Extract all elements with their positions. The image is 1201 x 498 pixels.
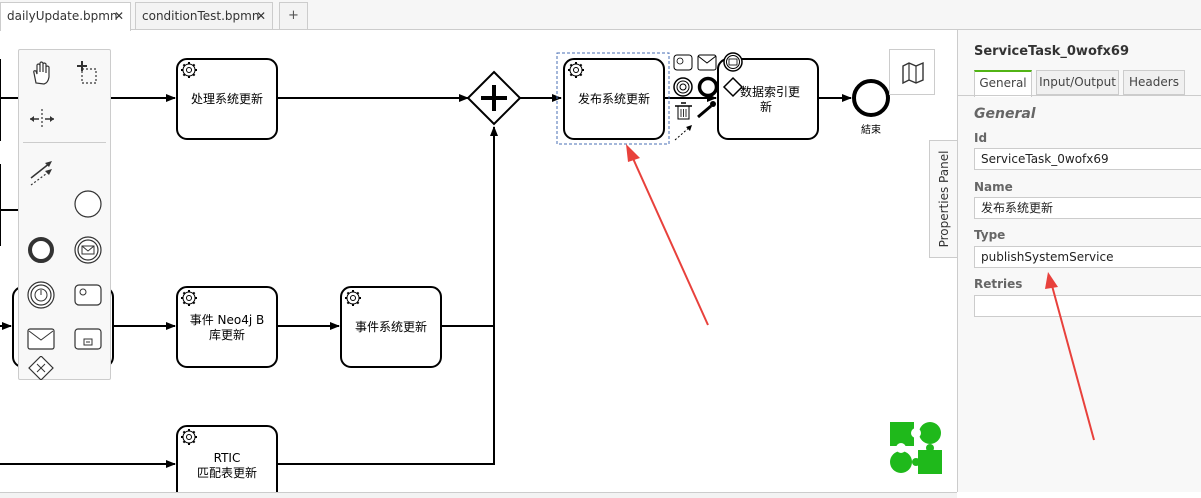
task-data-index[interactable]: 数据索引更 新	[717, 58, 819, 140]
append-end-event-icon[interactable]	[697, 76, 719, 98]
name-field[interactable]: 发布系统更新	[974, 197, 1201, 219]
annotation-arrow-type	[1045, 272, 1095, 441]
subprocess-icon[interactable]	[72, 323, 104, 355]
minimap-toggle-button[interactable]	[889, 49, 935, 95]
task-label-line1: 数据索引更	[740, 84, 800, 99]
tab-condition-test[interactable]: conditionTest.bpmn ✕	[135, 2, 273, 29]
hand-tool-icon[interactable]	[26, 57, 58, 89]
global-connect-tool-icon[interactable]	[26, 155, 58, 187]
sequence-flows	[0, 94, 852, 468]
bpmn-diagram: 处理系统更新 发布系统更新 数据索引更 新 事件 Neo4j B 库更新 事件系…	[0, 52, 890, 492]
tab-label: dailyUpdate.bpmn	[7, 9, 118, 23]
properties-panel-toggle-label: Properties Panel	[936, 150, 951, 248]
add-tab-button[interactable]: +	[279, 2, 308, 29]
context-pad	[673, 52, 744, 141]
parallel-gateway[interactable]	[466, 70, 522, 126]
name-label: Name	[974, 180, 1013, 194]
space-tool-icon[interactable]	[26, 103, 58, 135]
end-event-label: 結束	[861, 123, 881, 136]
group-title: General	[974, 106, 1036, 122]
type-field[interactable]: publishSystemService	[974, 246, 1201, 268]
task-process-system[interactable]: 处理系统更新	[176, 58, 278, 140]
close-icon[interactable]: ✕	[113, 9, 124, 23]
end-event[interactable]: 結束	[852, 79, 890, 136]
task-label-line1: 事件 Neo4j B	[190, 313, 265, 327]
properties-panel: ServiceTask_0wofx69 General Input/Output…	[957, 30, 1201, 492]
annotation-arrow-task	[626, 144, 709, 326]
wrench-icon[interactable]	[697, 101, 716, 119]
lasso-tool-icon[interactable]	[70, 57, 102, 89]
id-field[interactable]: ServiceTask_0wofx69	[974, 148, 1201, 170]
task-publish-system[interactable]: 发布系统更新	[556, 52, 670, 145]
append-message-event-icon[interactable]	[697, 54, 717, 71]
palette-separator	[23, 142, 106, 143]
exclusive-gateway-icon[interactable]	[25, 356, 57, 380]
task-label: 发布系统更新	[578, 91, 650, 106]
task-rtic[interactable]: RTIC 匹配表更新	[176, 425, 278, 492]
service-task-icon[interactable]	[72, 279, 104, 311]
task-label-line2: 库更新	[209, 327, 245, 342]
retries-label: Retries	[974, 277, 1023, 291]
map-icon	[902, 61, 924, 85]
panel-title: ServiceTask_0wofx69	[974, 44, 1130, 59]
id-label: Id	[974, 131, 988, 145]
start-event-icon[interactable]	[72, 188, 104, 220]
bpmn-io-logo[interactable]	[889, 421, 943, 475]
retries-field[interactable]	[974, 295, 1201, 317]
tab-headers[interactable]: Headers	[1123, 70, 1185, 95]
task-label: 事件系统更新	[355, 319, 427, 334]
task-label: 处理系统更新	[191, 91, 263, 106]
tab-bar: dailyUpdate.bpmn ✕ conditionTest.bpmn ✕ …	[0, 0, 1201, 31]
task-event-neo4j[interactable]: 事件 Neo4j B 库更新	[176, 286, 278, 368]
tab-general[interactable]: General	[974, 70, 1032, 97]
task-label-line2: 新	[760, 99, 772, 114]
append-intermediate-event-icon[interactable]	[723, 52, 743, 72]
tab-label: conditionTest.bpmn	[142, 9, 260, 23]
append-task-icon[interactable]	[673, 54, 693, 71]
timer-event-icon[interactable]	[25, 279, 57, 311]
type-label: Type	[974, 228, 1006, 242]
append-timer-event-icon[interactable]	[673, 77, 693, 97]
trash-icon[interactable]	[675, 102, 692, 120]
properties-panel-toggle[interactable]: Properties Panel	[929, 140, 957, 258]
diagram-canvas[interactable]: 处理系统更新 发布系统更新 数据索引更 新 事件 Neo4j B 库更新 事件系…	[0, 30, 957, 492]
append-gateway-icon[interactable]	[722, 76, 744, 98]
intermediate-event-icon[interactable]	[72, 234, 104, 266]
tabs-divider	[958, 95, 1201, 96]
task-label-line2: 匹配表更新	[197, 465, 257, 480]
connect-icon[interactable]	[674, 125, 692, 141]
task-event-system[interactable]: 事件系统更新	[340, 286, 442, 368]
tab-input-output[interactable]: Input/Output	[1036, 70, 1119, 95]
tab-daily-update[interactable]: dailyUpdate.bpmn ✕	[0, 2, 131, 31]
selection-outline	[556, 52, 670, 145]
close-icon[interactable]: ✕	[255, 9, 266, 23]
bottom-bar	[0, 492, 957, 498]
end-event-tool-icon[interactable]	[25, 234, 57, 266]
message-task-icon[interactable]	[25, 323, 57, 355]
tool-palette	[18, 49, 111, 380]
task-label-line1: RTIC	[214, 451, 241, 465]
